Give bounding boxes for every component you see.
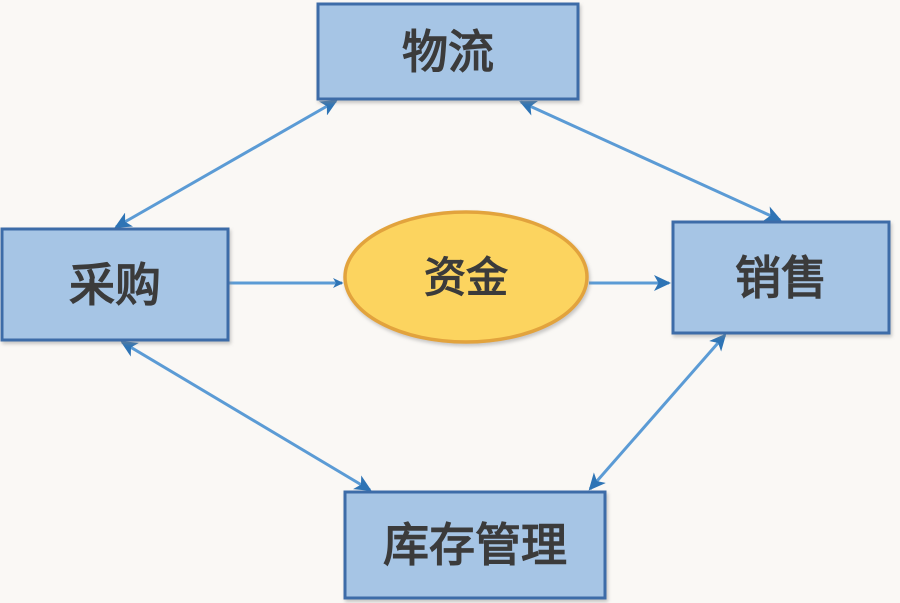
- node-funds-ellipse: [343, 210, 589, 344]
- node-logistics-label: 物流: [402, 26, 494, 78]
- node-funds-label: 资金: [424, 254, 509, 301]
- edge-procurement-logistics: [114, 99, 338, 229]
- node-procurement-box: [0, 227, 230, 342]
- node-inventory: 库存管理: [343, 490, 607, 600]
- node-sales-box: [671, 220, 891, 335]
- node-sales-label: 销售: [735, 252, 827, 304]
- node-sales: 销售: [671, 220, 891, 335]
- edge-procurement-inventory: [120, 340, 372, 492]
- node-inventory-box: [343, 490, 607, 600]
- node-inventory-label: 库存管理: [383, 519, 567, 571]
- edge-sales-inventory: [588, 333, 727, 491]
- node-procurement-label: 采购: [69, 259, 161, 311]
- edge-sales-logistics: [519, 100, 782, 222]
- node-funds: 资金: [343, 210, 589, 344]
- node-logistics: 物流: [316, 2, 580, 101]
- node-logistics-box: [316, 2, 580, 101]
- node-procurement: 采购: [0, 227, 230, 342]
- edges-layer: [114, 99, 782, 492]
